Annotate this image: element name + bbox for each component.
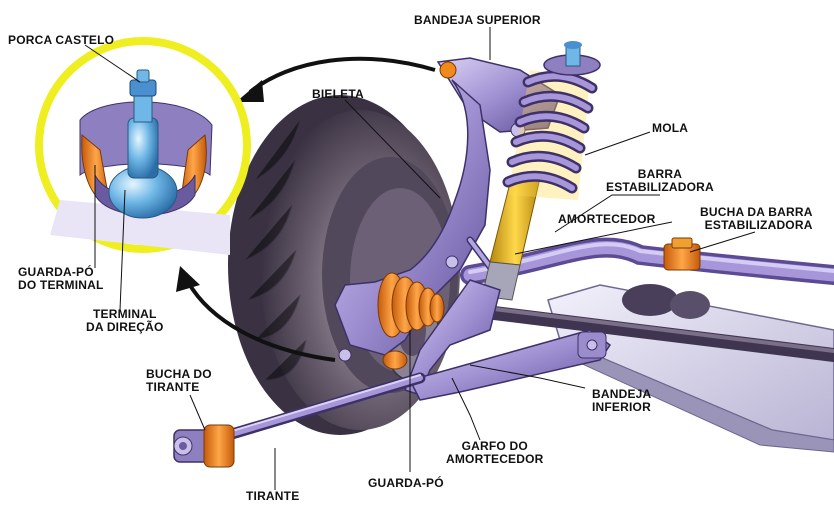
label-bucha-do-tirante: BUCHA DO TIRANTE: [146, 368, 212, 394]
label-bieleta: BIELETA: [312, 88, 364, 101]
label-tirante: TIRANTE: [246, 490, 299, 503]
label-bandeja-inferior: BANDEJA INFERIOR: [592, 388, 651, 414]
label-bucha-da-barra: BUCHA DA BARRA ESTABILIZADORA: [700, 206, 813, 232]
coil-spring: [508, 41, 600, 200]
stabilizer-bar: [470, 244, 834, 275]
stabilizer-bar-bushing: [664, 238, 700, 270]
label-porca-castelo: PORCA CASTELO: [8, 34, 114, 47]
tie-rod-bushing: [174, 425, 234, 467]
label-bandeja-superior: BANDEJA SUPERIOR: [414, 14, 541, 27]
zoom-circle: [35, 37, 251, 255]
label-guarda-po: GUARDA-PÓ: [368, 477, 444, 490]
label-garfo-amortecedor: GARFO DO AMORTECEDOR: [446, 440, 544, 466]
label-amortecedor: AMORTECEDOR: [558, 213, 656, 226]
label-barra-estabilizadora: BARRA ESTABILIZADORA: [606, 168, 714, 194]
label-guarda-po-terminal: GUARDA-PÓ DO TERMINAL: [18, 266, 104, 292]
label-mola: MOLA: [652, 122, 688, 135]
label-terminal-direcao: TERMINAL DA DIREÇÃO: [86, 308, 164, 334]
